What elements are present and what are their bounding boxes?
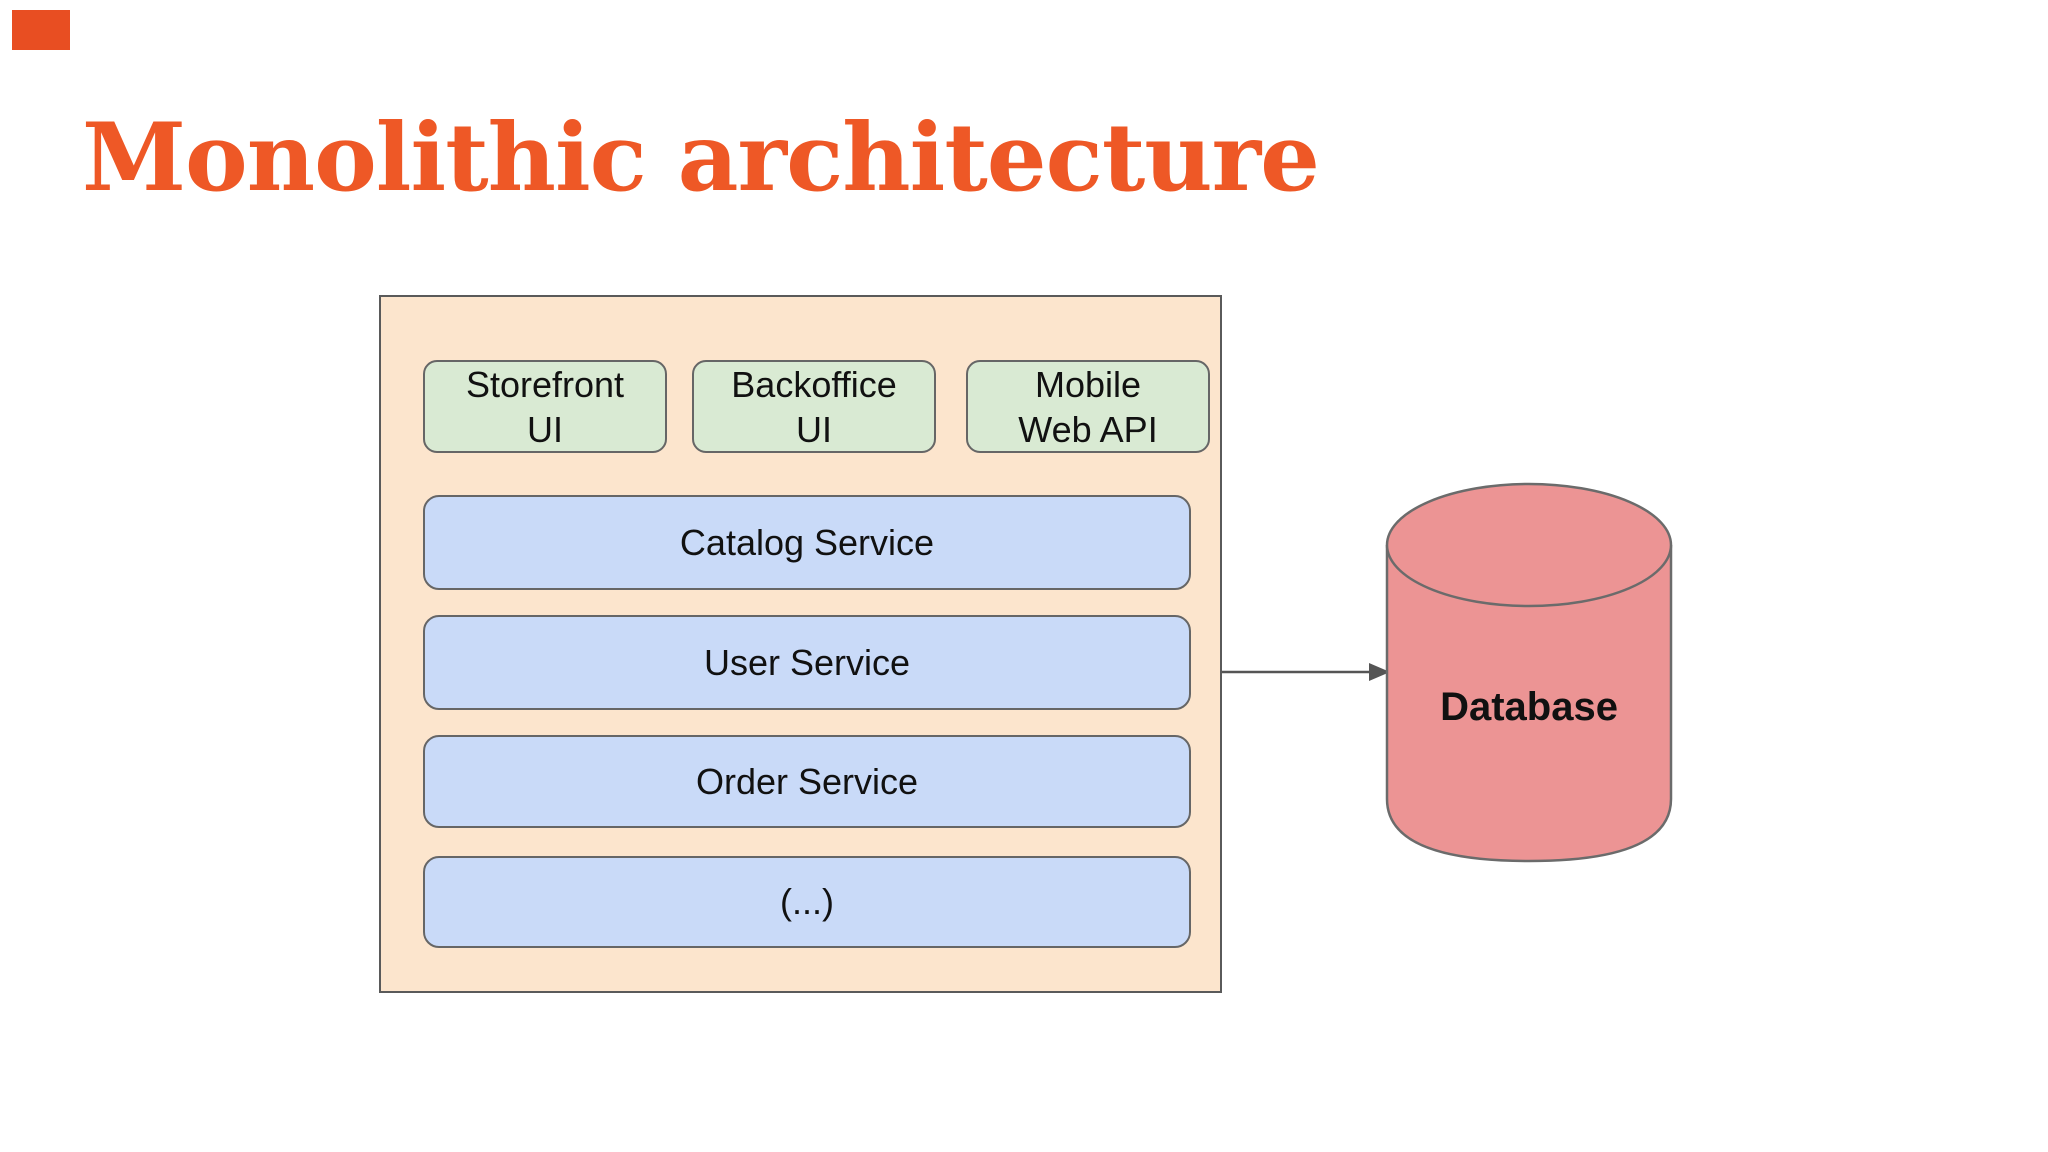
slide-title: Monolithic architecture — [82, 103, 1320, 213]
database-cylinder — [1385, 482, 1673, 863]
ui-box-storefront-label: Storefront UI — [465, 363, 625, 450]
service-box-more-label: (...) — [780, 881, 834, 922]
service-box-catalog: Catalog Service — [423, 495, 1191, 590]
slide-accent-rectangle — [12, 10, 70, 50]
ui-box-backoffice: Backoffice UI — [692, 360, 936, 453]
service-box-order-label: Order Service — [695, 760, 919, 802]
service-box-catalog-label: Catalog Service — [679, 521, 935, 563]
database-label: Database — [1440, 685, 1618, 729]
ui-box-mobile-web-api-label: Mobile Web API — [1018, 363, 1158, 450]
ui-box-storefront: Storefront UI — [423, 360, 667, 453]
service-box-order: Order Service — [423, 735, 1191, 828]
ui-box-backoffice-label: Backoffice UI — [731, 363, 897, 450]
service-box-more: (...) — [423, 856, 1191, 948]
service-box-user: User Service — [423, 615, 1191, 710]
monolith-to-database-arrow-icon — [1222, 663, 1390, 681]
ui-box-mobile-web-api: Mobile Web API — [966, 360, 1210, 453]
service-box-user-label: User Service — [703, 641, 911, 683]
